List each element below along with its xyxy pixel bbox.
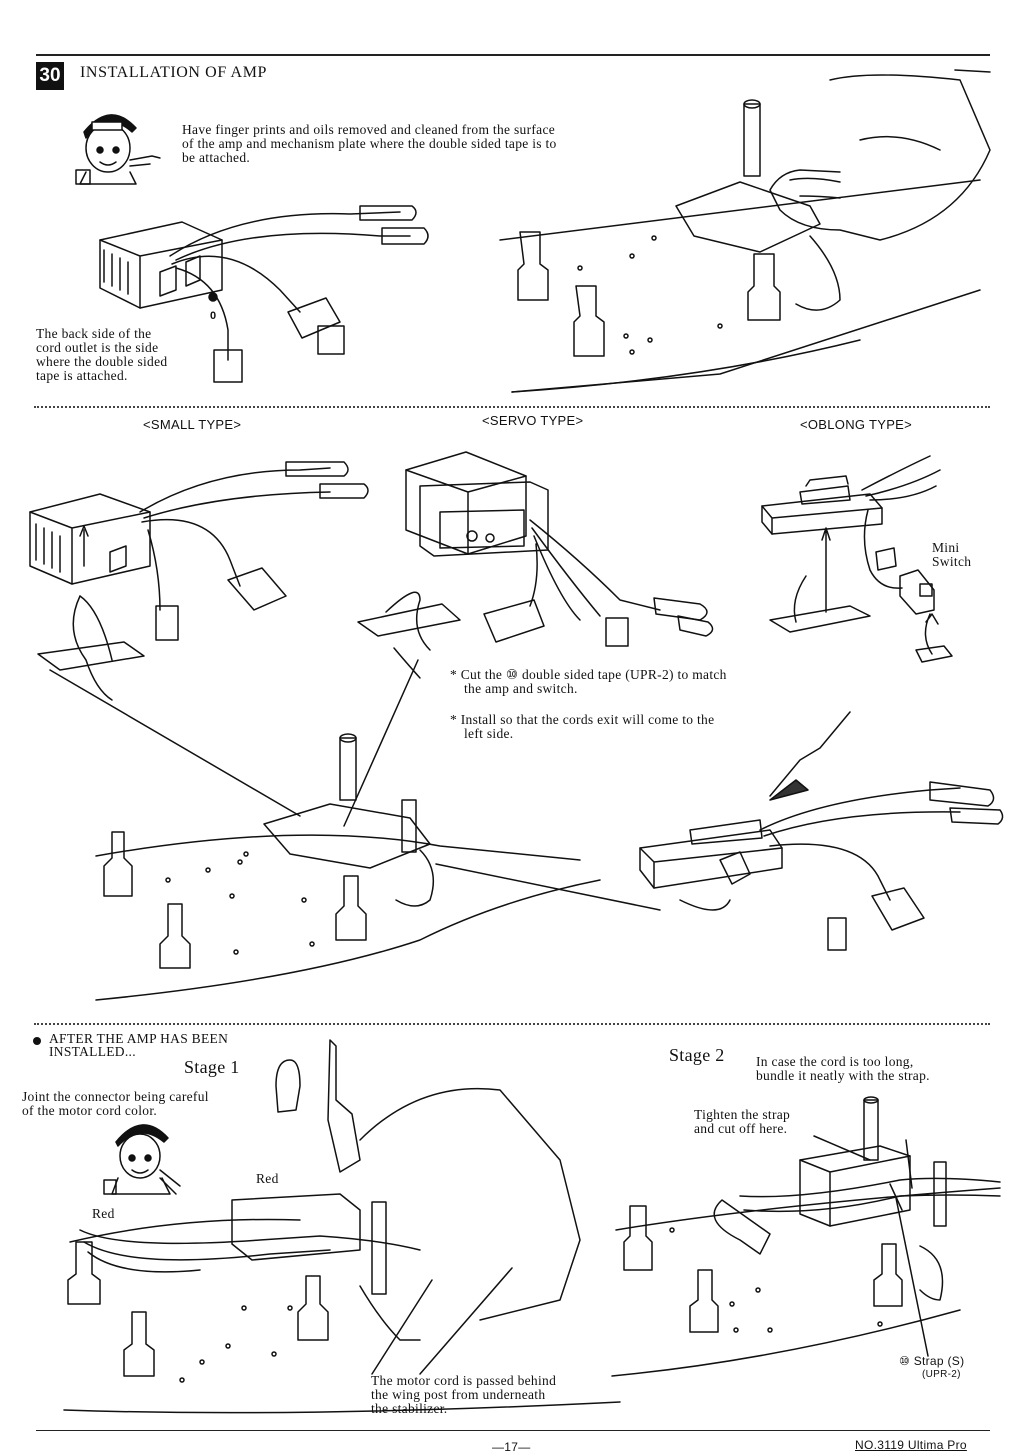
small-type-amp — [29, 461, 369, 701]
amp-illustration-top — [99, 205, 429, 383]
stage2-note-line-2: bundle it neatly with the strap. — [756, 1068, 930, 1083]
stage1-label: Stage 1 — [184, 1057, 240, 1077]
mascot-icon-2 — [103, 1124, 181, 1195]
install-instruction-line-2: left side. — [464, 726, 514, 741]
bullet-dot — [33, 1037, 41, 1045]
red-label-1: Red — [256, 1171, 279, 1186]
cut-instruction-line-1: * Cut the ⑩ double sided tape (UPR-2) to… — [450, 667, 727, 682]
middle-chassis-plate — [49, 659, 661, 1001]
stage1-note-line-1: Joint the connector being careful — [22, 1089, 209, 1104]
back-side-line-1: The back side of the — [36, 326, 152, 341]
step-number: 30 — [36, 62, 64, 90]
stage2-note-line-1: In case the cord is too long, — [756, 1054, 914, 1069]
tighten-line-2: and cut off here. — [694, 1121, 788, 1136]
bottom-rule — [36, 1430, 990, 1431]
intro-note-line-2: of the amp and mechanism plate where the… — [182, 136, 557, 151]
intro-note-line-3: be attached. — [182, 150, 251, 165]
after-heading-line-1: AFTER THE AMP HAS BEEN — [49, 1031, 229, 1046]
mini-switch-label-1: Mini — [932, 540, 960, 555]
stage1-note-line-2: of the motor cord color. — [22, 1103, 158, 1118]
strap-label: ⑩ Strap (S) — [899, 1354, 965, 1368]
model-number: NO.3119 Ultima Pro — [855, 1438, 967, 1452]
small-type-label: <SMALL TYPE> — [143, 417, 242, 432]
cut-instruction-line-2: the amp and switch. — [464, 681, 578, 696]
section-divider-2 — [34, 1023, 990, 1025]
back-side-line-3: where the double sided — [36, 354, 168, 369]
motor-note-line-2: the wing post from underneath — [371, 1387, 546, 1402]
stage1-chassis — [63, 1039, 621, 1414]
back-side-line-2: cord outlet is the side — [36, 340, 159, 355]
back-side-line-4: tape is attached. — [36, 368, 128, 383]
page-number: —17— — [492, 1440, 531, 1454]
servo-type-amp — [357, 451, 714, 679]
installed-amp — [639, 711, 1004, 951]
after-heading-line-2: INSTALLED... — [49, 1044, 136, 1059]
mini-switch-label-2: Switch — [932, 554, 972, 569]
install-instruction-line-1: * Install so that the cords exit will co… — [450, 712, 715, 727]
oblong-type-label: <OBLONG TYPE> — [800, 417, 913, 432]
section-divider-1 — [34, 406, 990, 408]
figure-marker: 0 — [210, 310, 217, 322]
servo-type-label: <SERVO TYPE> — [482, 413, 584, 428]
hand-plate-illustration — [499, 69, 991, 393]
oblong-type-amp — [761, 455, 953, 663]
tighten-line-1: Tighten the strap — [694, 1107, 791, 1122]
strap-code: (UPR-2) — [922, 1369, 961, 1380]
top-rule — [36, 54, 990, 56]
motor-note-line-3: the stabilizer. — [371, 1401, 448, 1416]
stage2-label: Stage 2 — [669, 1045, 725, 1065]
stage2-chassis — [611, 1096, 1001, 1377]
step-title: INSTALLATION OF AMP — [80, 64, 268, 81]
mascot-icon — [75, 114, 161, 185]
intro-note-line-1: Have finger prints and oils removed and … — [182, 122, 556, 137]
red-label-2: Red — [92, 1206, 115, 1221]
motor-note-line-1: The motor cord is passed behind — [371, 1373, 557, 1388]
